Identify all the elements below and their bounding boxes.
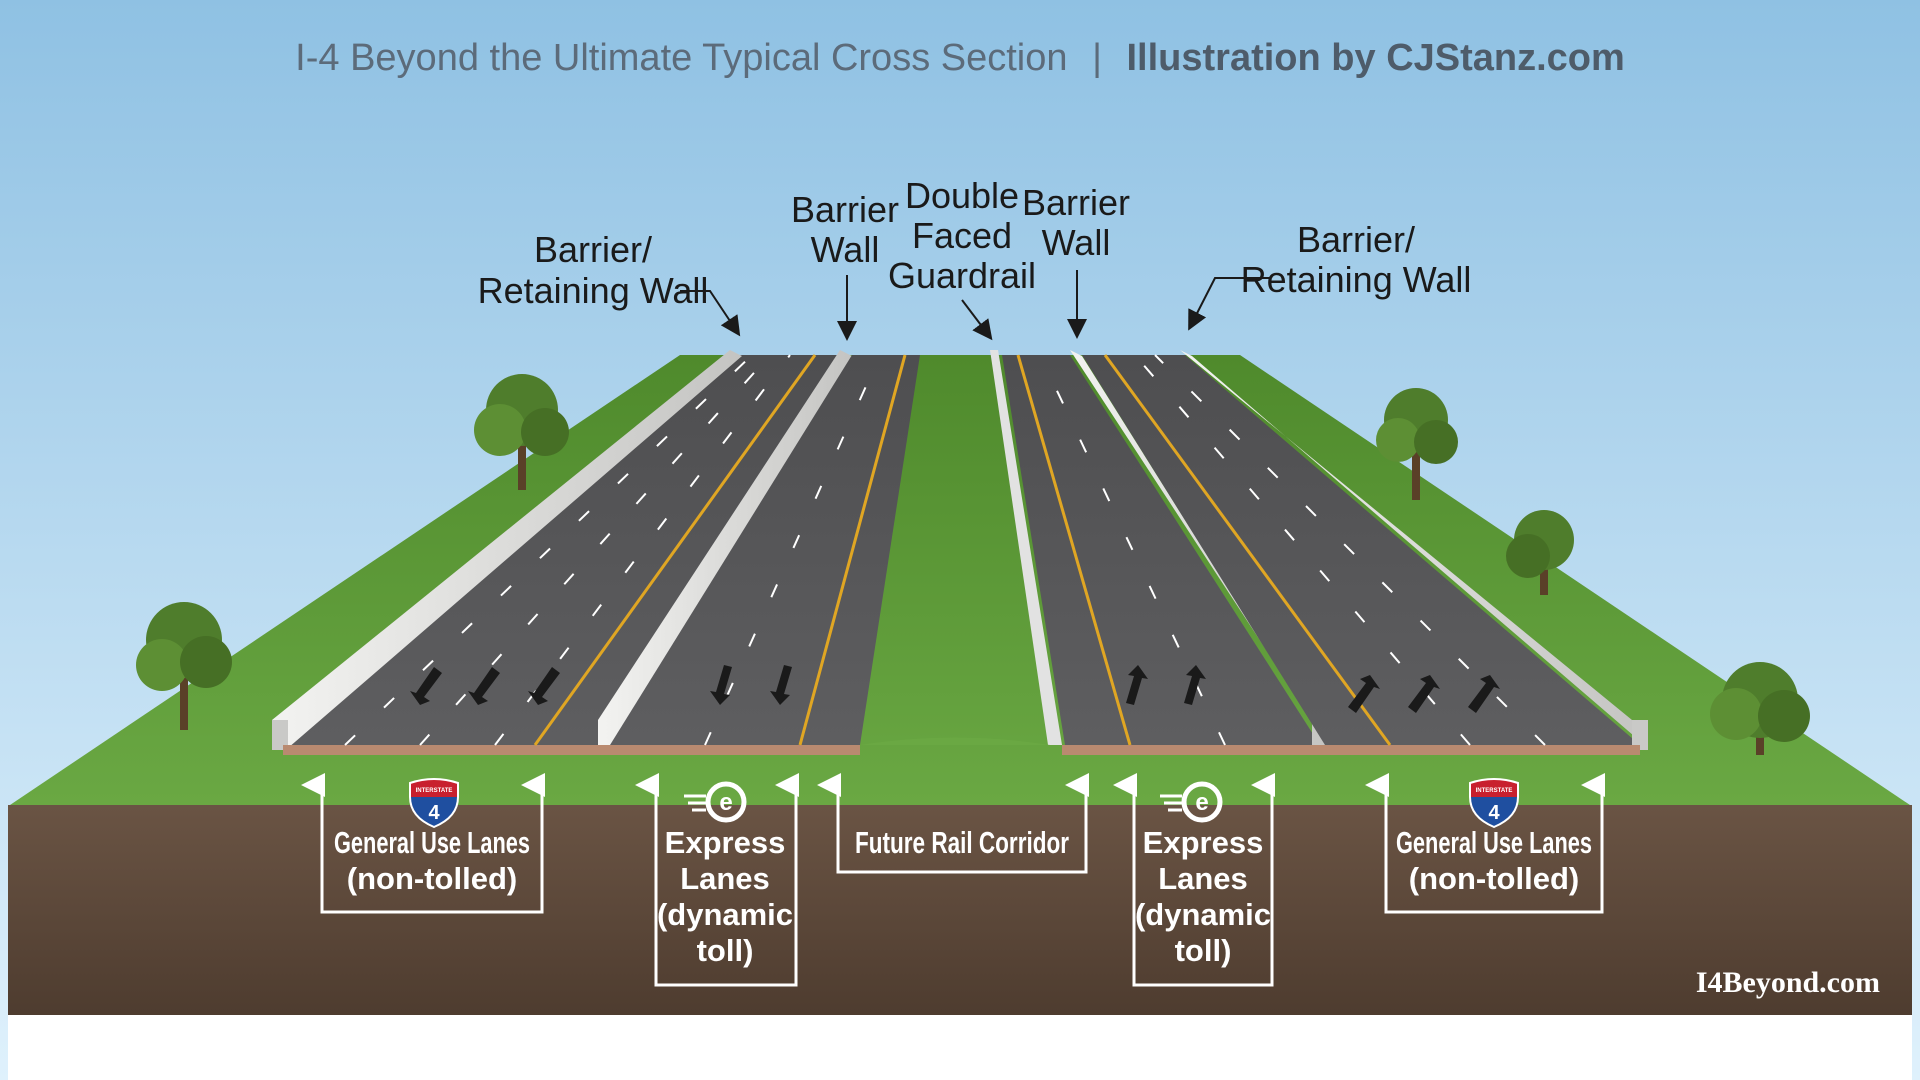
arrow-down-left-icon	[468, 667, 500, 705]
tree-icon	[1376, 388, 1458, 500]
callout-text: Wall	[811, 229, 880, 270]
callout-text: Barrier/	[1297, 219, 1415, 260]
lane-label-line: General Use Lanes	[334, 825, 530, 860]
label-right-general-lanes: General Use Lanes (non-tolled)	[1396, 825, 1592, 896]
bracket-left-express	[635, 773, 799, 987]
shield-top-text: INTERSTATE	[416, 788, 453, 794]
callout-left-retaining-wall: Barrier/ Retaining Wall	[478, 229, 741, 337]
svg-text:Retaining Wall: Retaining Wall	[1241, 259, 1472, 300]
callout-left-barrier-wall: Barrier Wall	[791, 189, 899, 341]
title-credit: Illustration by CJStanz.com	[1127, 37, 1625, 79]
lane-stripes	[344, 354, 1546, 746]
svg-text:Retaining Wall: Retaining Wall	[478, 270, 709, 311]
soil-front	[8, 805, 1912, 1015]
callout-text: Barrier	[1022, 182, 1130, 223]
express-logo-icon: e	[684, 781, 747, 823]
bracket-right-general	[1365, 773, 1605, 914]
callout-text: Wall	[1042, 222, 1111, 263]
express-logo-icon: e	[1160, 781, 1223, 823]
svg-text:e: e	[719, 789, 732, 816]
lane-label-line: Express	[665, 825, 786, 860]
label-right-express-lanes: Express Lanes (dynamic toll)	[1135, 825, 1271, 968]
title-main: I-4 Beyond the Ultimate Typical Cross Se…	[295, 37, 1067, 79]
lane-label-line: Lanes	[1158, 861, 1248, 896]
bracket-rail	[817, 773, 1089, 874]
lane-label-line: toll)	[697, 933, 754, 968]
bracket-left-general	[301, 773, 545, 914]
callout-text: Retaining Wall	[1241, 259, 1472, 300]
label-left-general-lanes: General Use Lanes (non-tolled)	[334, 825, 530, 896]
arrow-up-right-icon	[1408, 675, 1440, 713]
lane-label-line: toll)	[1175, 933, 1232, 968]
shield-number: 4	[428, 802, 440, 824]
svg-text:Barrier/: Barrier/	[534, 229, 652, 270]
tree-icon	[474, 374, 569, 490]
left-general-roadway	[283, 355, 840, 745]
arrow-up-right-icon	[1468, 675, 1500, 713]
arrow-down-icon	[710, 665, 732, 705]
lane-label-line: Express	[1143, 825, 1264, 860]
callout-double-faced-guardrail: Double Faced Guardrail	[888, 175, 1036, 341]
svg-text:Wall: Wall	[1042, 222, 1111, 263]
watermark: I4Beyond.com	[1696, 966, 1880, 999]
arrow-down-icon	[770, 665, 792, 705]
callout-right-retaining-wall: Barrier/ Retaining Wall	[1188, 219, 1472, 331]
arrow-up-icon	[1126, 665, 1148, 705]
svg-text:Guardrail: Guardrail	[888, 255, 1036, 296]
lane-label-line: (non-tolled)	[347, 861, 517, 896]
label-left-express-lanes: Express Lanes (dynamic toll)	[657, 825, 793, 968]
svg-text:Barrier: Barrier	[1022, 182, 1130, 223]
page-title: I-4 Beyond the Ultimate Typical Cross Se…	[295, 37, 1625, 79]
tree-icon	[1710, 662, 1810, 755]
callout-text: Barrier/	[534, 229, 652, 270]
lane-label-line: (dynamic	[1135, 897, 1271, 932]
right-general-roadway	[1082, 355, 1640, 745]
median-guardrail	[990, 350, 1062, 745]
lane-label-line: (non-tolled)	[1409, 861, 1579, 896]
lane-label-line: Lanes	[680, 861, 770, 896]
left-barrier-wall	[598, 350, 852, 748]
svg-text:Barrier: Barrier	[791, 189, 899, 230]
callout-text: Barrier	[791, 189, 899, 230]
arrow-down-left-icon	[528, 667, 560, 705]
svg-text:Barrier/: Barrier/	[1297, 219, 1415, 260]
label-future-rail-corridor: Future Rail Corridor	[855, 825, 1069, 860]
svg-text:e: e	[1195, 789, 1208, 816]
lane-label-line: Future Rail Corridor	[855, 825, 1069, 860]
callout-text: Guardrail	[888, 255, 1036, 296]
callout-text: Faced	[912, 215, 1012, 256]
tree-icon	[136, 602, 232, 730]
shield-number: 4	[1488, 802, 1500, 824]
left-express-roadway	[610, 355, 920, 745]
tree-icon	[1506, 510, 1574, 595]
svg-text:Double: Double	[905, 175, 1019, 216]
callout-text: Retaining Wall	[478, 270, 709, 311]
right-express-roadway	[1002, 355, 1320, 745]
svg-text:Wall: Wall	[811, 229, 880, 270]
callout-right-barrier-wall: Barrier Wall	[1022, 182, 1130, 339]
shield-top-text: INTERSTATE	[1476, 788, 1513, 794]
callout-text: Double	[905, 175, 1019, 216]
arrow-up-right-icon	[1348, 675, 1380, 713]
lane-label-line: General Use Lanes	[1396, 825, 1592, 860]
title-separator: |	[1092, 37, 1102, 79]
arrow-down-left-icon	[410, 667, 442, 705]
interstate-shield-icon: INTERSTATE 4	[409, 778, 459, 829]
lane-label-line: (dynamic	[657, 897, 793, 932]
bracket-right-express	[1113, 773, 1275, 987]
arrow-up-icon	[1184, 665, 1206, 705]
svg-text:Faced: Faced	[912, 215, 1012, 256]
traffic-arrows	[410, 665, 1500, 713]
interstate-shield-icon: INTERSTATE 4	[1469, 778, 1519, 829]
left-retaining-wall	[272, 350, 742, 748]
